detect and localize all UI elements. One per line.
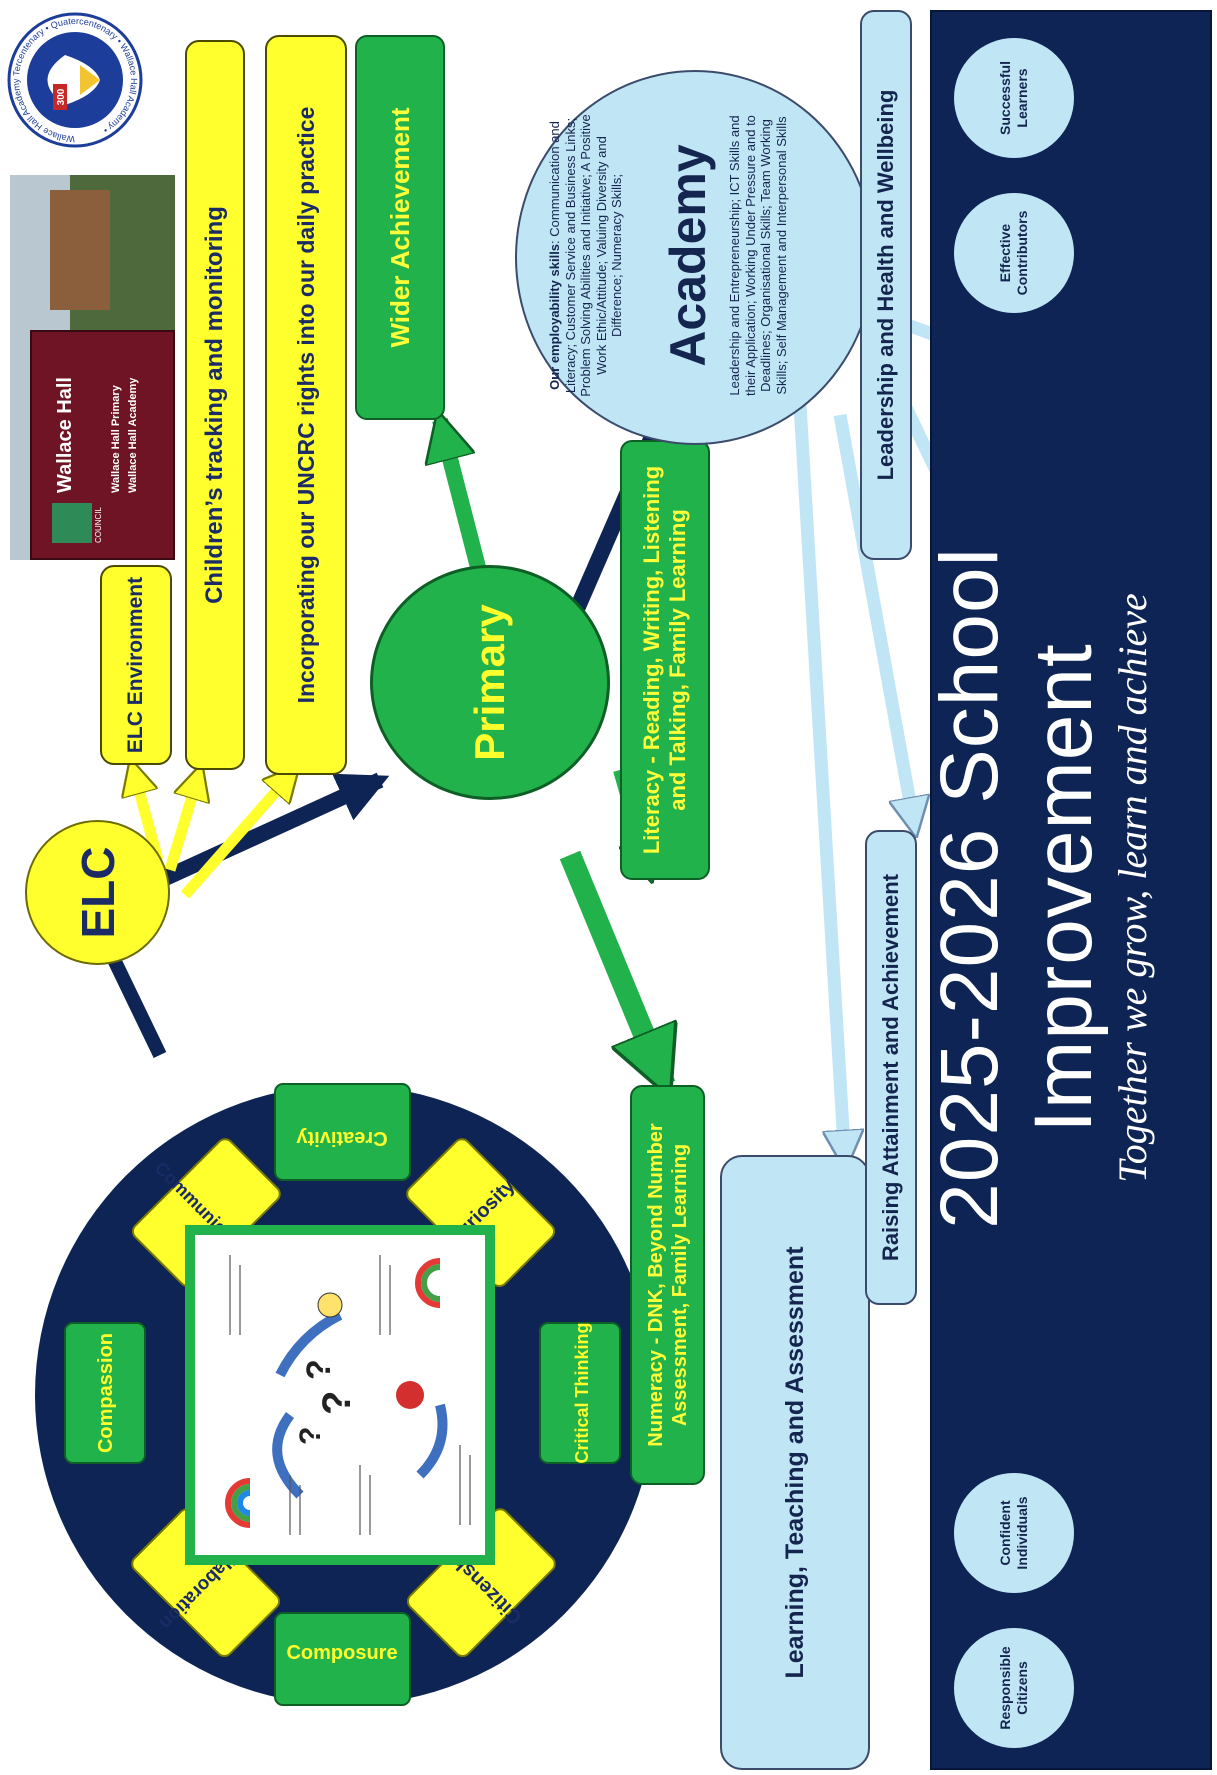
capacity-successful-learners: Successful Learners — [954, 38, 1074, 158]
capacity-responsible-citizens-label: Responsible Citizens — [997, 1646, 1030, 1730]
arrow-academy-raising — [833, 413, 915, 830]
value-tab-critical-thinking: Critical Thinking — [539, 1322, 621, 1464]
primary-node: Primary — [370, 565, 610, 800]
literacy-label: Literacy - Reading, Writing, Listening a… — [638, 465, 690, 855]
employability-text-part2: Leadership and Entrepreneurship; ICT Ski… — [727, 115, 789, 396]
primary-label: Primary — [466, 604, 513, 761]
elc-tracking-box: Children’s tracking and monitoring — [185, 40, 245, 770]
priority-learning-teaching-assessment: Learning, Teaching and Assessment — [720, 1155, 870, 1770]
school-improvement-banner: Responsible Citizens Confident Individua… — [924, 10, 1212, 1770]
employability-skills-text: Our employability skills: Communication … — [547, 113, 625, 398]
priority-lta-label: Learning, Teaching and Assessment — [780, 1246, 809, 1679]
tercentenary-badge-icon: Wallace Hall Academy Tercentenary • Quat… — [7, 12, 143, 148]
capacity-effective-contributors: Effective Contributors — [954, 193, 1074, 313]
priority-raising-attainment: Raising Attainment and Achievement — [865, 830, 917, 1305]
svg-text:Composure: Composure — [286, 1642, 397, 1664]
values-circle: Creativity Curiosity Critical Thinking C… — [35, 1083, 655, 1706]
sign-council: COUNCIL — [94, 506, 103, 543]
svg-text:300: 300 — [56, 88, 67, 105]
school-sign-photo: COUNCIL Wallace Hall Wallace Hall Primar… — [10, 175, 175, 560]
arrow-elc-tracking — [164, 770, 200, 872]
academy-label: Academy — [660, 144, 716, 367]
employability-heading-colon: : — [547, 236, 562, 244]
numeracy-label: Numeracy - DNK, Beyond Number Assessment… — [644, 1123, 691, 1447]
svg-text:Critical Thinking: Critical Thinking — [572, 1322, 592, 1463]
capacity-confident-individuals-label: Confident Individuals — [997, 1496, 1030, 1570]
arrow-academy-lta — [793, 404, 845, 1163]
priority-leadership-label: Leadership and Health and Wellbeing — [873, 89, 898, 481]
numeracy-box: Numeracy - DNK, Beyond Number Assessment… — [630, 1085, 705, 1485]
elc-uncrc-label: Incorporating our UNCRC rights into our … — [292, 106, 319, 704]
elc-node: ELC — [25, 820, 170, 965]
council-logo-icon — [52, 503, 92, 543]
arrow-elc-uncrc — [180, 770, 295, 899]
priority-leadership-health-wellbeing: Leadership and Health and Wellbeing — [860, 10, 912, 560]
capacity-successful-learners-label: Successful Learners — [997, 61, 1030, 135]
svg-text:Creativity: Creativity — [296, 1127, 388, 1149]
arrow-primary-wider — [440, 420, 488, 577]
arrow-elc-environment — [132, 765, 164, 862]
sign-board: COUNCIL Wallace Hall Wallace Hall Primar… — [30, 330, 175, 560]
elc-environment-label: ELC Environment — [123, 576, 147, 754]
wider-achievement-label: Wider Achievement — [384, 107, 415, 348]
banner-tagline: Together we grow, learn and achieve — [1109, 593, 1155, 1183]
sign-line2: Wallace Hall Academy — [127, 377, 139, 493]
capacity-confident-individuals: Confident Individuals — [954, 1473, 1074, 1593]
arrow-primary-numeracy — [559, 850, 665, 1085]
sign-line1: Wallace Hall Primary — [110, 385, 122, 493]
wider-achievement-box: Wider Achievement — [355, 35, 445, 420]
photo-building — [50, 190, 110, 310]
value-tab-compassion: Compassion — [64, 1322, 146, 1464]
svg-text:?: ? — [300, 1359, 338, 1380]
svg-text:Compassion: Compassion — [95, 1333, 117, 1453]
literacy-box: Literacy - Reading, Writing, Listening a… — [620, 440, 710, 880]
elc-tracking-label: Children’s tracking and monitoring — [201, 206, 228, 604]
academy-node: Our employability skills: Communication … — [515, 70, 875, 445]
elc-label: ELC — [71, 846, 124, 939]
sign-title: Wallace Hall — [54, 377, 76, 493]
capacity-responsible-citizens: Responsible Citizens — [954, 1628, 1074, 1748]
elc-environment-box: ELC Environment — [100, 565, 172, 765]
priority-raising-label: Raising Attainment and Achievement — [878, 873, 903, 1262]
capacity-effective-contributors-label: Effective Contributors — [997, 210, 1030, 296]
arrow-elc-to-primary — [146, 772, 390, 893]
svg-text:?: ? — [315, 1391, 359, 1415]
elc-uncrc-box: Incorporating our UNCRC rights into our … — [265, 35, 347, 775]
employability-heading: Our employability skills — [547, 243, 562, 390]
values-sketchnote-illustration: ? ? ? — [185, 1225, 495, 1565]
svg-text:?: ? — [294, 1427, 327, 1445]
value-tab-creativity: Creativity — [274, 1083, 411, 1181]
value-tab-composure: Composure — [274, 1612, 411, 1706]
banner-title: 2025-2026 School Improvement — [924, 547, 1109, 1229]
